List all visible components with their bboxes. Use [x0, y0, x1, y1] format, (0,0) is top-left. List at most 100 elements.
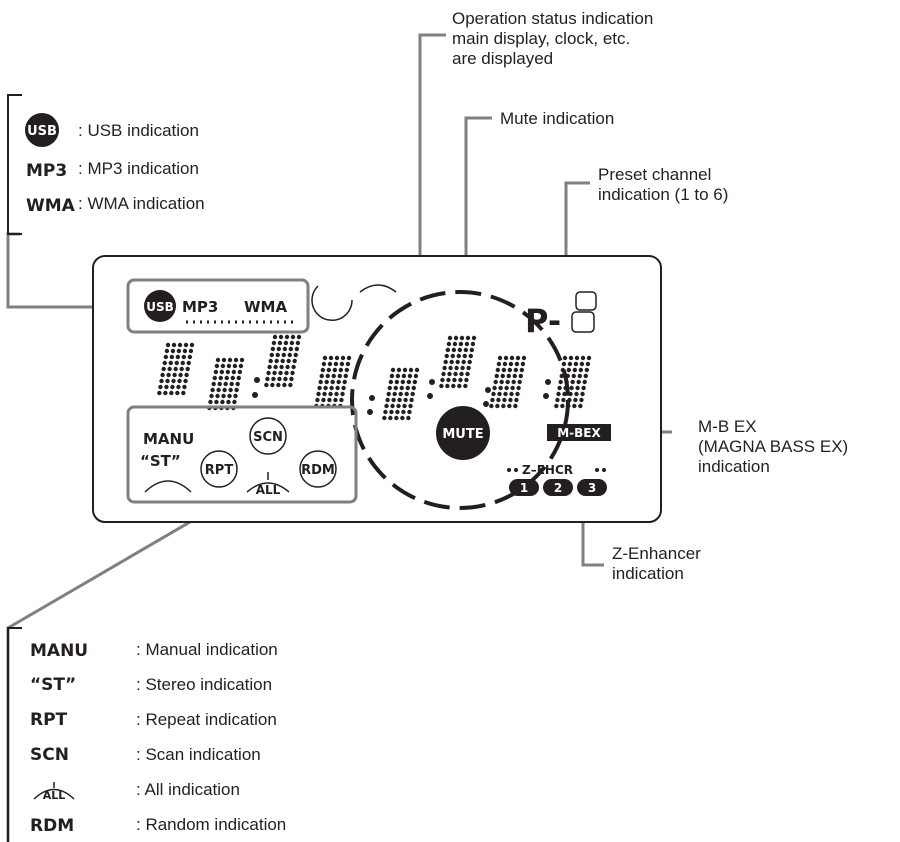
digit-dot	[276, 346, 282, 352]
digit-dot	[453, 335, 459, 341]
colon-dot	[485, 387, 491, 393]
digit-dot	[468, 353, 473, 359]
preset-segment-lower	[571, 311, 595, 333]
digit-dot	[324, 379, 329, 385]
rpt-legend-key: RPT	[30, 710, 68, 730]
zenh-level-1: 1	[520, 481, 528, 495]
digit-dot	[439, 383, 444, 389]
usb-display-text: USB	[146, 300, 174, 314]
digit-dot	[323, 385, 328, 391]
status-label-line-3: are displayed	[452, 49, 553, 68]
digit-dot	[164, 348, 170, 354]
digit-dot	[395, 409, 400, 415]
digit-dot	[407, 409, 412, 415]
digit-dot	[222, 387, 227, 393]
digit-dot	[499, 379, 504, 385]
digit-dot	[234, 387, 239, 393]
digit-dot	[338, 367, 344, 373]
digit-dot	[292, 358, 297, 364]
digit-dot	[290, 370, 295, 376]
digit-dot	[440, 377, 445, 383]
digit-dot	[576, 379, 581, 385]
digit-dot	[170, 384, 175, 390]
digit-dot	[413, 373, 419, 379]
digit-dot	[278, 334, 284, 340]
digit-dot	[469, 347, 475, 353]
digit-dot	[271, 340, 277, 346]
digit-dot	[400, 379, 406, 385]
digit-dot	[461, 359, 466, 365]
digit-dot	[216, 387, 221, 393]
digit-dot	[402, 367, 408, 373]
digit-dot	[459, 371, 464, 377]
digit-dot	[514, 361, 520, 367]
digit-dot	[508, 361, 514, 367]
digit-dot	[333, 397, 338, 403]
digit-dot	[446, 341, 452, 347]
manu-legend-desc: : Manual indication	[136, 640, 278, 659]
format-indicator-box	[126, 278, 310, 334]
digit-dot	[274, 358, 279, 364]
status-label-line-2: main display, clock, etc.	[452, 29, 630, 48]
all-legend-arc	[33, 788, 75, 800]
digit-dot	[265, 376, 270, 382]
digit-dot	[163, 354, 169, 360]
digit-dot	[452, 377, 457, 383]
mute-badge	[436, 406, 490, 460]
digit-dot	[510, 385, 515, 391]
digit-dot	[188, 348, 194, 354]
tuner-arc	[144, 480, 192, 493]
digit-dot	[267, 364, 272, 370]
colon-dot	[483, 401, 489, 407]
digit-dot	[403, 397, 408, 403]
digit-dot	[577, 373, 582, 379]
digit-dot	[335, 385, 340, 391]
digit-dot	[346, 355, 352, 361]
digit-dot	[182, 384, 187, 390]
digit-dot	[515, 391, 520, 397]
digit-dot	[183, 378, 188, 384]
rdm-ring	[299, 450, 337, 488]
digit-dot	[566, 403, 571, 409]
digit-dot	[397, 397, 402, 403]
digit-dot	[518, 373, 523, 379]
digit-dot	[564, 379, 569, 385]
digit-dot	[465, 335, 471, 341]
callout-preset-text: Preset channel indication (1 to 6)	[598, 165, 728, 204]
rpt-legend-desc: : Repeat indication	[136, 710, 277, 729]
digit-dot	[328, 391, 333, 397]
preset-label-line-2: indication (1 to 6)	[598, 185, 728, 204]
digit-dot	[172, 372, 177, 378]
digit-dot	[504, 385, 509, 391]
digit-dot	[408, 367, 414, 373]
mbex-label-line-2: (MAGNA BASS EX)	[698, 437, 848, 456]
digit-dot	[460, 365, 465, 371]
digit-dot	[157, 390, 162, 396]
digit-dot	[561, 361, 567, 367]
digit-dot	[218, 375, 223, 381]
digit-dot	[394, 379, 400, 385]
digit-dot	[560, 367, 566, 373]
digit-dot	[171, 342, 177, 348]
digit-dot	[508, 397, 513, 403]
digit-dot	[502, 397, 507, 403]
digit-dot	[278, 370, 283, 376]
digit-dot	[277, 376, 282, 382]
digit-dot	[458, 341, 464, 347]
digit-dot	[463, 347, 469, 353]
scn-display-text: SCN	[253, 430, 283, 445]
rdm-legend-desc: : Random indication	[136, 815, 286, 834]
digit-dot	[491, 391, 496, 397]
digit-dot	[567, 361, 573, 367]
digit-dot	[555, 397, 560, 403]
digit-dot	[391, 397, 396, 403]
digit-dot	[572, 367, 578, 373]
digit-dot	[189, 342, 195, 348]
digit-dot	[174, 360, 179, 366]
digit-dot	[441, 371, 446, 377]
digit-dot	[326, 367, 332, 373]
mbex-label-line-1: M-B EX	[698, 417, 757, 436]
digit-dot	[232, 399, 237, 405]
st-legend-key: “ST”	[30, 675, 76, 695]
bottom-legend-bracket	[7, 627, 22, 842]
